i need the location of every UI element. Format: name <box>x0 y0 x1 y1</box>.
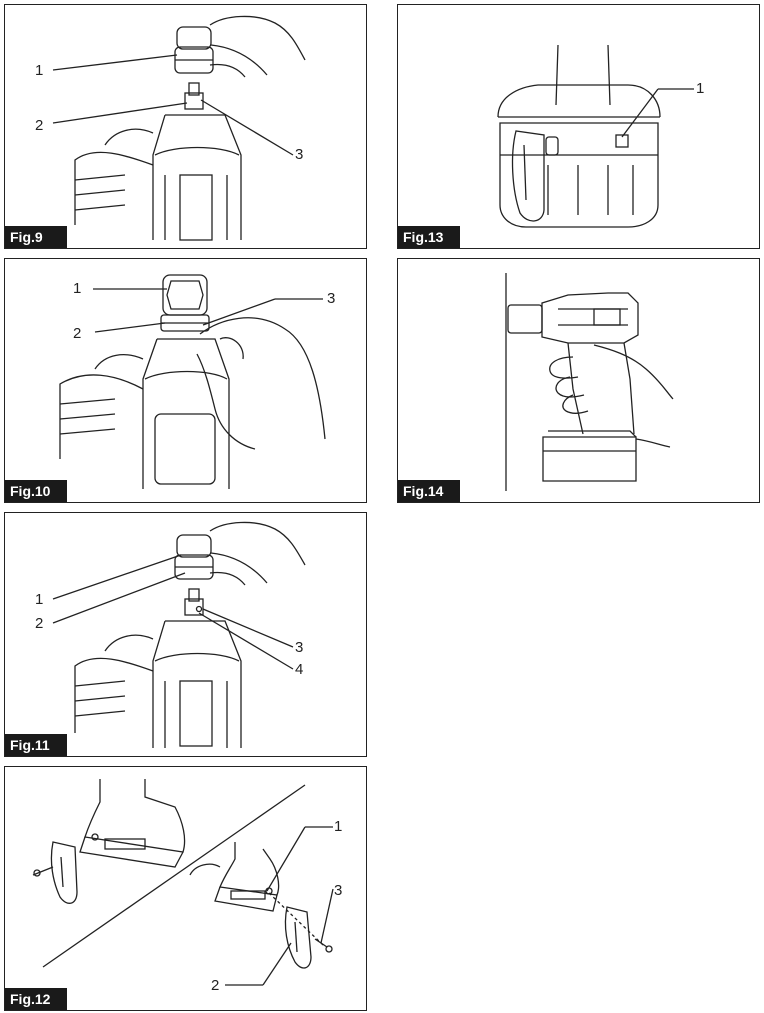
fig11-callout-1: 1 <box>35 591 44 608</box>
fig12-callout-2: 2 <box>211 977 220 994</box>
fig12-callout-1: 1 <box>334 818 343 835</box>
fig9-callout-3: 3 <box>295 146 304 163</box>
fig12-illustration <box>32 779 334 986</box>
fig9-callout-2: 2 <box>35 117 44 134</box>
figure-14-panel: Fig.14 <box>397 258 760 503</box>
fig10-callout-1: 1 <box>73 280 82 297</box>
fig11-callout-3: 3 <box>295 639 304 656</box>
fig11-callout-2: 2 <box>35 615 44 632</box>
fig11-label: Fig.11 <box>5 734 67 756</box>
fig12-callout-3: 3 <box>334 882 343 899</box>
figure-11-panel: 1 2 3 4 Fig.11 <box>4 512 367 757</box>
fig13-callout-1: 1 <box>696 80 705 97</box>
fig14-label: Fig.14 <box>398 480 460 502</box>
figure-10-panel: 1 2 3 Fig.10 <box>4 258 367 503</box>
figure-9-panel: 1 2 3 Fig.9 <box>4 4 367 249</box>
fig9-label: Fig.9 <box>5 226 67 248</box>
figure-13-panel: 1 Fig.13 <box>397 4 760 249</box>
fig10-callout-3: 3 <box>327 290 336 307</box>
fig9-callout-1: 1 <box>35 62 44 79</box>
figure-12-panel: 1 2 3 Fig.12 <box>4 766 367 1011</box>
fig10-label: Fig.10 <box>5 480 67 502</box>
fig9-illustration <box>52 15 306 241</box>
fig11-callout-4: 4 <box>295 661 304 678</box>
fig14-illustration <box>505 273 674 491</box>
fig13-illustration <box>497 44 694 228</box>
fig13-label: Fig.13 <box>398 226 460 248</box>
fig10-illustration <box>59 274 326 489</box>
fig10-callout-2: 2 <box>73 325 82 342</box>
fig12-label: Fig.12 <box>5 988 67 1010</box>
fig11-illustration <box>52 521 306 748</box>
